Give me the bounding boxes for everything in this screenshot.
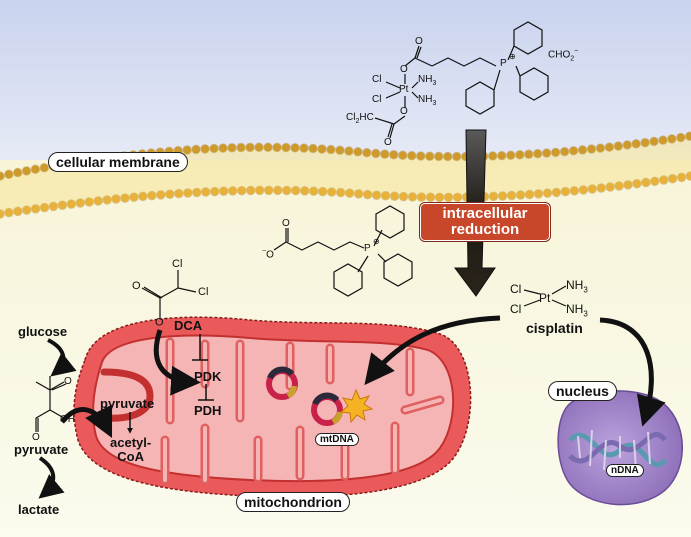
cis-nh3-2: NH3 xyxy=(566,302,588,318)
pyr-o-carbonyl: O xyxy=(64,376,72,387)
formate-sub: 2 xyxy=(570,55,575,63)
prodrug-pt: Pt xyxy=(399,84,409,95)
tpp-acid-structure xyxy=(273,205,413,297)
cis-cl2: Cl xyxy=(510,302,522,316)
acetyl-coa-label: acetyl- CoA xyxy=(110,436,151,464)
dca-o: O xyxy=(155,316,164,329)
prodrug-cl2: Cl xyxy=(372,94,382,105)
prodrug-p-charge: ⊕ xyxy=(509,52,516,61)
cisplatin-structure xyxy=(523,285,567,307)
arrow-glucose-down xyxy=(47,338,77,377)
prodrug-nh-2: NH xyxy=(418,94,433,105)
nucleus-label: nucleus xyxy=(548,381,617,401)
prodrug-structure xyxy=(374,21,549,139)
dca-label: DCA xyxy=(174,318,203,333)
prodrug-nh-1: NH xyxy=(418,74,433,85)
dca-o-carbonyl: O xyxy=(132,280,141,292)
dca-minus: − xyxy=(163,316,168,323)
prodrug-p: P xyxy=(500,58,507,69)
arrow-dca-to-pdk xyxy=(153,329,201,396)
prodrug-o-carbonyl-bottom: O xyxy=(384,137,392,148)
cis-pt: Pt xyxy=(539,291,551,305)
nucleus-organelle xyxy=(557,390,684,506)
tpp-o-carbonyl: O xyxy=(282,218,290,229)
pyr-o-acid: O xyxy=(32,432,40,443)
ndna-label: nDNA xyxy=(606,464,644,477)
cis-nh3-1: NH3 xyxy=(566,278,588,294)
cis-sub-1: 3 xyxy=(583,285,588,295)
arrow-pyruvate-into-mito xyxy=(60,404,113,439)
formate-charge: − xyxy=(574,48,579,55)
cis-nh-1: NH xyxy=(566,278,584,292)
mtdna-rings xyxy=(266,366,343,426)
intracellular-reduction-box: intracellular reduction xyxy=(420,203,550,241)
prodrug-o-top: O xyxy=(400,64,408,75)
prodrug-o-carbonyl-top: O xyxy=(415,36,423,47)
prodrug-cl2hc: Cl2HC xyxy=(346,112,374,125)
prodrug-cl2hc-cl: Cl xyxy=(346,112,356,123)
prodrug-nh3-2: NH3 xyxy=(418,94,436,107)
dna-damage-burst xyxy=(339,388,374,424)
lactate-label: lactate xyxy=(18,502,60,517)
prodrug-sub-2: 3 xyxy=(432,100,437,107)
cis-sub-2: 3 xyxy=(583,309,588,319)
arrow-cisplatin-to-nucleus xyxy=(599,317,666,427)
arrow-cisplatin-to-mtdna xyxy=(364,315,501,386)
membrane-label: cellular membrane xyxy=(48,152,188,172)
formate-base: CHO xyxy=(548,49,571,61)
inhibit-dca-pdk xyxy=(192,334,208,361)
reduction-line2: reduction xyxy=(450,221,520,238)
pyruvate-outer-label: pyruvate xyxy=(14,442,69,457)
prodrug-cl2hc-rest: HC xyxy=(359,112,374,123)
dca-cl1: Cl xyxy=(172,258,183,270)
prodrug-formate: CHO2− xyxy=(548,48,578,62)
tpp-o: O xyxy=(266,249,274,261)
inhibit-pdk-pdh xyxy=(198,384,214,401)
dca-structure xyxy=(141,270,197,318)
cis-nh-2: NH xyxy=(566,302,584,316)
pyr-oh: OH xyxy=(60,414,75,425)
pdh-label: PDH xyxy=(194,403,222,418)
acetyl-line2: CoA xyxy=(117,449,144,464)
prodrug-o-bottom: O xyxy=(400,106,408,117)
mtdna-label: mtDNA xyxy=(315,433,359,446)
pdk-label: PDK xyxy=(194,369,222,384)
prodrug-sub-1: 3 xyxy=(432,80,437,87)
tpp-p: P xyxy=(364,243,371,254)
cis-cl1: Cl xyxy=(510,282,522,296)
tpp-minus: − xyxy=(262,248,267,255)
tpp-p-charge: ⊕ xyxy=(373,237,380,246)
cisplatin-label: cisplatin xyxy=(526,320,583,336)
prodrug-nh3-1: NH3 xyxy=(418,74,436,87)
acetyl-line1: acetyl- xyxy=(110,435,152,450)
tpp-o-minus: −O xyxy=(262,248,274,260)
pyruvate-structure xyxy=(35,376,67,432)
prodrug-cl2hc-sub: 2 xyxy=(355,118,360,125)
glucose-label: glucose xyxy=(18,324,68,339)
dca-cl2: Cl xyxy=(198,286,209,298)
dca-o-minus: O− xyxy=(155,316,168,329)
arrow-pyruvate-lactate xyxy=(38,456,65,499)
pyruvate-inner-label: pyruvate xyxy=(100,396,155,411)
reduction-line1: intracellular xyxy=(442,205,528,222)
mitochondrion-label: mitochondrion xyxy=(236,492,350,512)
prodrug-cl1: Cl xyxy=(372,74,382,85)
